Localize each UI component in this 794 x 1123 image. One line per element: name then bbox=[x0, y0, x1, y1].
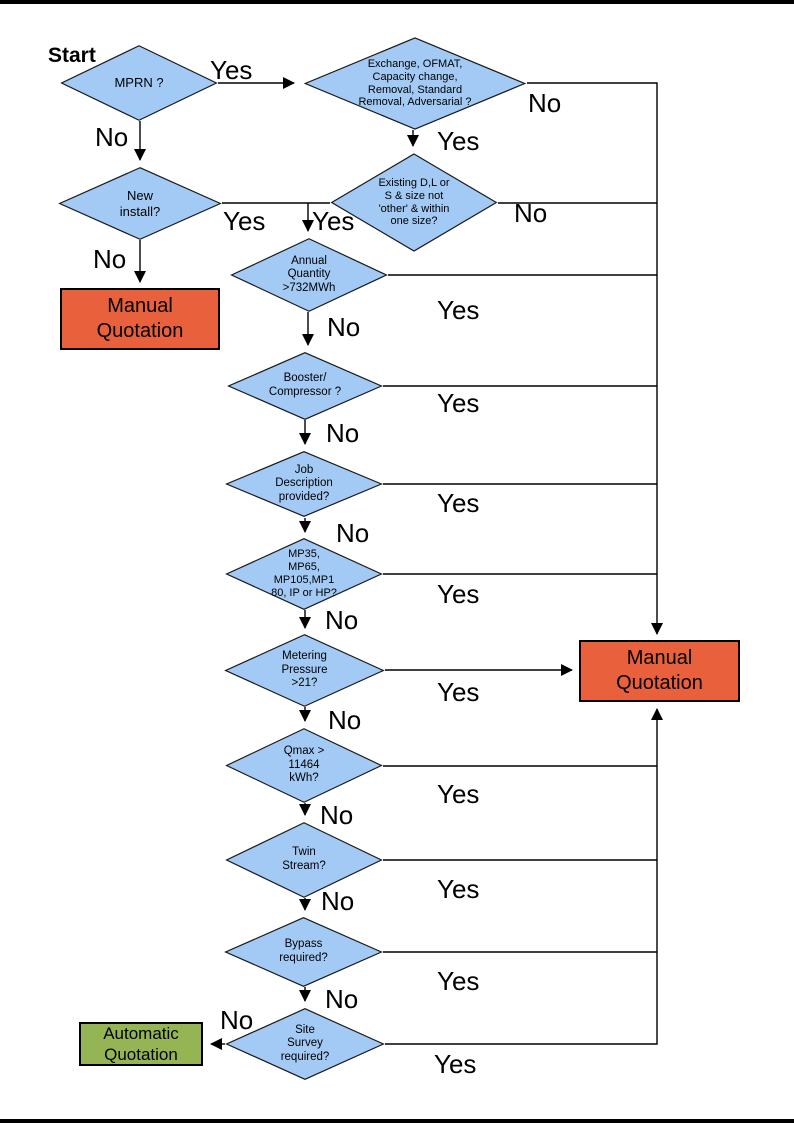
edge-label-yes-metering: Yes bbox=[437, 677, 480, 707]
manual-quotation-left-box: Manual Quotation bbox=[60, 288, 220, 350]
edge-label-no-bypass: No bbox=[325, 984, 359, 1014]
decision-twin-stream-label: Twin Stream? bbox=[282, 846, 326, 872]
decision-site-survey-label: Site Survey required? bbox=[280, 1023, 330, 1063]
edge-label-no-metering: No bbox=[328, 705, 362, 735]
decision-metering-pressure-label: Metering Pressure >21? bbox=[281, 650, 328, 690]
automatic-quotation-box: Automatic Quotation bbox=[79, 1022, 203, 1066]
edge-label-yes-booster: Yes bbox=[437, 388, 480, 418]
edge-label-no-annual: No bbox=[327, 312, 361, 342]
top-page-rule bbox=[0, 0, 794, 4]
decision-qmax: Qmax > 11464 kWh? bbox=[225, 728, 383, 803]
decision-mprn: MPRN ? bbox=[60, 45, 218, 121]
edge-label-no-mprn: No bbox=[95, 122, 129, 152]
edge-label-no-new-install: No bbox=[93, 244, 127, 274]
decision-job-description: Job Description provided? bbox=[225, 451, 383, 517]
decision-bypass: Bypass required? bbox=[224, 917, 383, 987]
start-label: Start bbox=[48, 44, 96, 67]
edge-label-yes-mprn: Yes bbox=[210, 55, 253, 85]
manual-quotation-right-box: Manual Quotation bbox=[579, 640, 740, 702]
decision-site-survey: Site Survey required? bbox=[225, 1008, 385, 1080]
decision-existing-label: Existing D,L or S & size not 'other' & w… bbox=[378, 176, 450, 228]
edge-label-no-mp: No bbox=[325, 605, 359, 635]
decision-bypass-label: Bypass required? bbox=[279, 938, 328, 964]
decision-twin-stream: Twin Stream? bbox=[225, 822, 383, 898]
edge-label-no-booster: No bbox=[326, 418, 360, 448]
edge-label-yes-qmax: Yes bbox=[437, 779, 480, 809]
edge-label-no-exchange: No bbox=[528, 88, 562, 118]
edge-label-yes-existing: Yes bbox=[312, 206, 355, 236]
decision-new-install: New install? bbox=[58, 167, 222, 240]
edge-label-yes-twin: Yes bbox=[437, 874, 480, 904]
edge-label-no-twin: No bbox=[321, 886, 355, 916]
edge-label-no-existing: No bbox=[514, 198, 548, 228]
decision-mp-tier-label: MP35, MP65, MP105,MP1 80, IP or HP? bbox=[271, 548, 337, 599]
edge-label-no-qmax: No bbox=[320, 800, 354, 830]
decision-booster-compressor: Booster/ Compressor ? bbox=[227, 352, 383, 420]
edge-label-yes-bypass: Yes bbox=[437, 966, 480, 996]
edge-label-yes-job: Yes bbox=[437, 488, 480, 518]
edge-label-yes-exchange: Yes bbox=[437, 126, 480, 156]
decision-booster-compressor-label: Booster/ Compressor ? bbox=[268, 372, 342, 398]
automatic-quotation-label: Automatic Quotation bbox=[103, 1023, 179, 1064]
decision-mp-tier: MP35, MP65, MP105,MP1 80, IP or HP? bbox=[225, 538, 383, 610]
decision-exchange: Exchange, OFMAT, Capacity change, Remova… bbox=[303, 37, 527, 130]
edge-label-no-job: No bbox=[336, 518, 370, 548]
edge-label-yes-new-install: Yes bbox=[223, 206, 266, 236]
bottom-page-rule bbox=[0, 1119, 794, 1123]
decision-metering-pressure: Metering Pressure >21? bbox=[224, 634, 385, 707]
decision-existing: Existing D,L or S & size not 'other' & w… bbox=[330, 153, 498, 252]
edge-label-yes-site-survey: Yes bbox=[434, 1049, 477, 1079]
decision-new-install-label: New install? bbox=[119, 188, 161, 219]
manual-quotation-right-label: Manual Quotation bbox=[616, 647, 703, 694]
decision-exchange-label: Exchange, OFMAT, Capacity change, Remova… bbox=[358, 57, 472, 109]
decision-job-description-label: Job Description provided? bbox=[275, 463, 333, 503]
decision-annual-quantity-label: Annual Quantity >732MWh bbox=[282, 254, 336, 294]
edge-label-yes-annual: Yes bbox=[437, 295, 480, 325]
edge-label-no-site-survey: No bbox=[220, 1005, 254, 1035]
decision-mprn-label: MPRN ? bbox=[114, 75, 164, 91]
decision-annual-quantity: Annual Quantity >732MWh bbox=[230, 238, 388, 312]
decision-qmax-label: Qmax > 11464 kWh? bbox=[283, 745, 325, 785]
manual-quotation-left-label: Manual Quotation bbox=[96, 295, 184, 342]
edge-label-yes-mp: Yes bbox=[437, 579, 480, 609]
